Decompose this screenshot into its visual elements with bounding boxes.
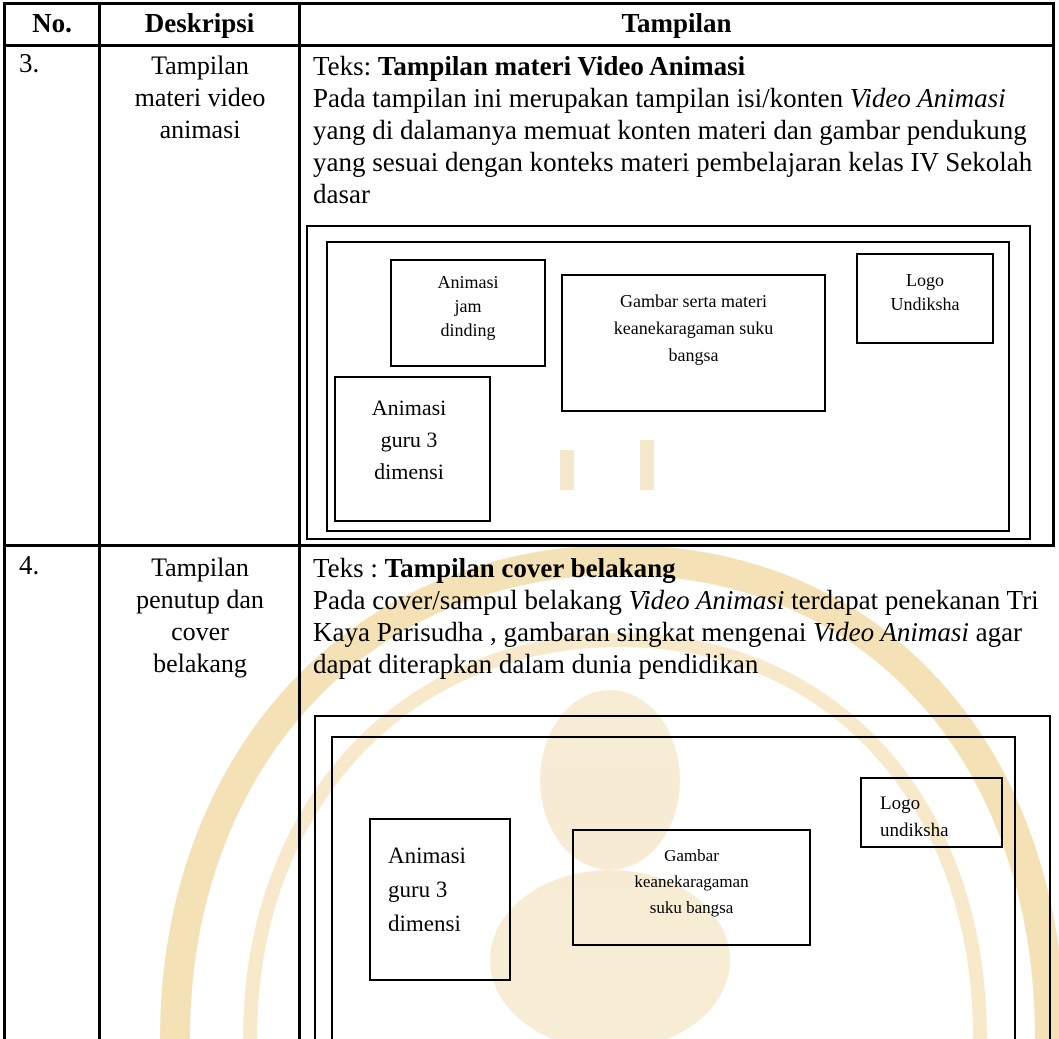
- header-tampilan: Tampilan: [621, 8, 732, 38]
- row-content: Teks: Tampilan materi Video Animasi Pada…: [313, 51, 1033, 209]
- header-deskripsi: Deskripsi: [144, 8, 255, 38]
- box-logo-undiksha: [856, 253, 994, 344]
- column-border-left: [3, 2, 6, 1039]
- box-label: Animasi guru 3 dimensi: [388, 843, 466, 936]
- box-animasi-guru: [334, 376, 491, 522]
- box-label: Animasi guru 3 dimensi: [371, 395, 447, 484]
- header-bottom-border: [3, 44, 1055, 47]
- row-number: 3.: [19, 48, 40, 78]
- header-no: No.: [32, 8, 72, 38]
- box-label: Animasi jam dinding: [437, 272, 499, 340]
- box-label: Logo undiksha: [880, 793, 949, 841]
- box-label: Gambar serta materi keanekaragaman suku …: [613, 291, 774, 365]
- row-number: 4.: [19, 550, 40, 580]
- row-content: Teks : Tampilan cover belakang Pada cove…: [313, 553, 1039, 679]
- box-gambar-suku-bangsa: [572, 829, 811, 946]
- content-title: Tampilan materi Video Animasi: [377, 51, 746, 81]
- screen-frame-outer: [306, 225, 1031, 540]
- screen-frame-inner: [331, 736, 1016, 1039]
- box-label: Gambar keanekaragaman suku bangsa: [634, 846, 749, 917]
- table-top-border: [3, 2, 1055, 5]
- content-title: Tampilan cover belakang: [384, 553, 676, 583]
- box-logo-undiksha: [860, 777, 1003, 848]
- box-gambar-materi: [561, 274, 826, 412]
- column-border-no: [98, 2, 101, 1039]
- box-animasi-jam-dinding: [390, 259, 546, 367]
- row-description: Tampilan materi video animasi: [134, 51, 266, 144]
- row-divider: [3, 544, 1055, 547]
- column-border-right-top: [1052, 2, 1055, 547]
- row-description: Tampilan penutup dan cover belakang: [136, 553, 264, 678]
- column-border-deskripsi: [298, 2, 301, 1039]
- box-label: Logo Undiksha: [890, 270, 960, 314]
- screen-frame-inner: [326, 241, 1010, 532]
- box-animasi-guru: [369, 818, 511, 981]
- screen-frame-outer: [314, 715, 1051, 1039]
